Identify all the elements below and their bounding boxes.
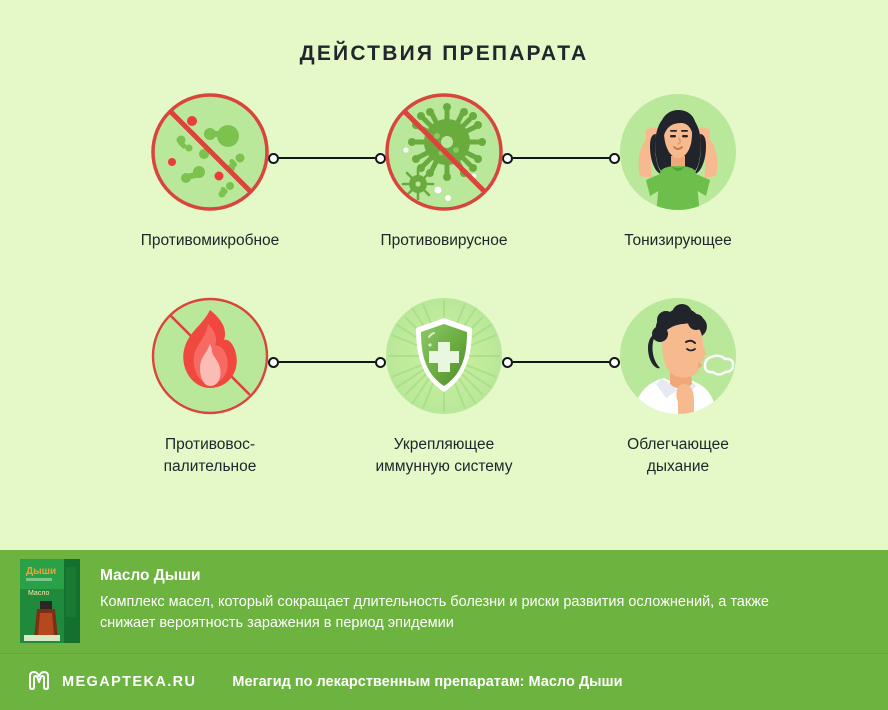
product-image: Дыши Масло xyxy=(18,557,82,645)
effect-item-immunity: Укрепляющее иммунную систему xyxy=(340,294,548,478)
no-flame-icon xyxy=(148,294,272,418)
effects-row-1: Противомикробное xyxy=(0,90,888,252)
megapteka-m-logo-icon xyxy=(26,667,52,698)
effect-item-antimicrobial: Противомикробное xyxy=(106,90,314,252)
footer-caption: Мегагид по лекарственным препаратам: Мас… xyxy=(232,674,623,690)
effects-row-2: Противовос- палительное xyxy=(0,294,888,478)
svg-text:Масло: Масло xyxy=(28,590,49,597)
effect-label: Укрепляющее иммунную систему xyxy=(375,436,513,475)
effect-label: Облегчающее дыхание xyxy=(627,436,729,475)
breathing-man-icon xyxy=(616,294,740,418)
effect-label: Противовирусное xyxy=(380,232,508,249)
brand-block[interactable]: MEGAPTEKA.RU xyxy=(26,667,196,698)
effect-label: Противовос- палительное xyxy=(163,436,257,475)
brand-name: MEGAPTEKA.RU xyxy=(62,674,197,690)
effect-label: Противомикробное xyxy=(140,232,280,249)
svg-text:Дыши: Дыши xyxy=(26,566,56,577)
product-title: Масло Дыши xyxy=(100,567,201,584)
effect-item-antiviral: Противовирусное xyxy=(340,90,548,252)
shield-cross-icon xyxy=(382,294,506,418)
product-banner-text: Масло Дыши Комплекс масел, который сокра… xyxy=(100,567,780,634)
effect-label: Тонизирующее xyxy=(624,232,732,249)
effect-item-tonic: Тонизирующее xyxy=(574,90,782,252)
product-description: Комплекс масел, который сокращает длител… xyxy=(100,594,769,631)
no-microbes-icon xyxy=(148,90,272,214)
page-title: ДЕЙСТВИЯ ПРЕПАРАТА xyxy=(299,42,589,65)
no-virus-icon xyxy=(382,90,506,214)
effects-grid: Противомикробное xyxy=(0,66,888,547)
effect-item-breathing: Облегчающее дыхание xyxy=(574,294,782,478)
effect-item-anti-inflammatory: Противовос- палительное xyxy=(106,294,314,478)
product-banner: Дыши Масло Масло Дыши Комплекс масел, ко… xyxy=(0,547,888,653)
flexing-woman-icon xyxy=(616,90,740,214)
footer-bar: MEGAPTEKA.RU Мегагид по лекарственным пр… xyxy=(0,653,888,710)
